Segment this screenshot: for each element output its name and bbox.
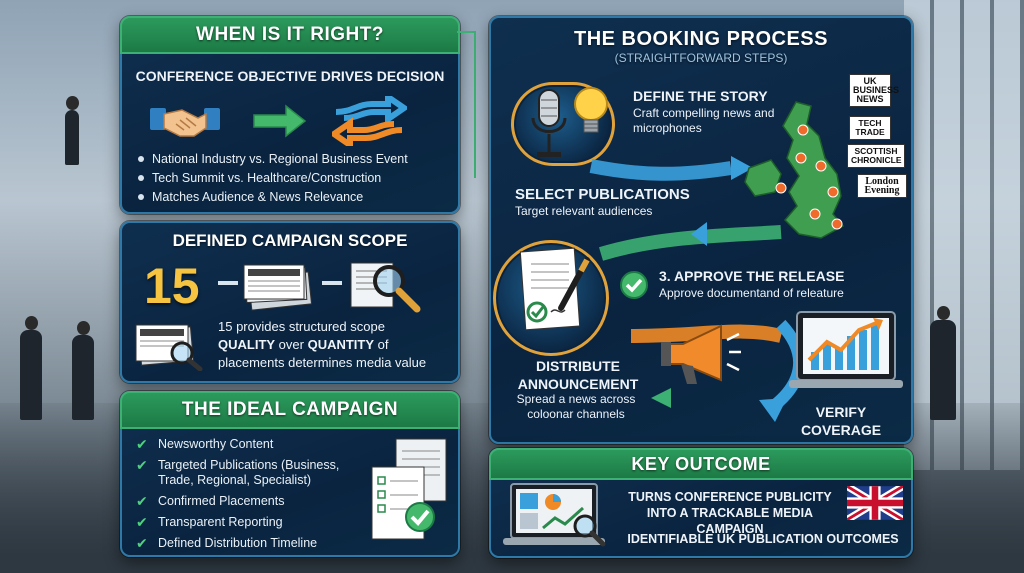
check-icon: ✔ bbox=[136, 514, 148, 530]
bullet-item: Matches Audience & News Relevance bbox=[136, 188, 408, 207]
swap-arrows-icon bbox=[332, 96, 407, 146]
growth-chart-laptop-icon bbox=[789, 311, 903, 388]
microphone-icon bbox=[531, 89, 567, 157]
newspaper-magnifier-icon bbox=[135, 324, 203, 371]
ideal-title: THE IDEAL CAMPAIGN bbox=[120, 391, 460, 429]
background-person bbox=[20, 316, 42, 420]
check-icon: ✔ bbox=[136, 436, 148, 452]
background-window bbox=[904, 0, 1024, 470]
scottish-chronicle-badge: SCOTTISH CHRONICLE bbox=[847, 144, 905, 168]
outcome-line3: IDENTIFIABLE UK PUBLICATION OUTCOMES bbox=[627, 532, 899, 546]
when-right-subtitle: CONFERENCE OBJECTIVE DRIVES DECISION bbox=[135, 68, 445, 84]
arrow-right-icon bbox=[253, 104, 307, 138]
when-right-title: WHEN IS IT RIGHT? bbox=[120, 16, 460, 54]
newspaper-stack-icon bbox=[243, 264, 313, 311]
bullet-item: National Industry vs. Regional Business … bbox=[136, 150, 408, 169]
scope-quality: QUALITY bbox=[218, 337, 276, 352]
scope-number: 15 bbox=[144, 258, 200, 314]
scope-line1: 15 provides structured scope bbox=[218, 319, 385, 334]
bullet-dot-icon bbox=[138, 155, 144, 162]
dash-icon bbox=[322, 281, 342, 285]
lightbulb-icon bbox=[574, 87, 608, 133]
magnifier-document-icon bbox=[350, 262, 421, 313]
background-person bbox=[65, 96, 79, 165]
check-icon: ✔ bbox=[136, 457, 148, 473]
dash-icon bbox=[218, 281, 238, 285]
bullet-dot-icon bbox=[138, 193, 144, 200]
scope-over: over bbox=[275, 337, 308, 352]
step2-desc: Target relevant audiences bbox=[515, 204, 653, 218]
scope-line3: placements determines media value bbox=[218, 355, 427, 370]
check-icon: ✔ bbox=[136, 535, 148, 551]
london-evening-badge: London Evening bbox=[857, 174, 907, 198]
step2-title: SELECT PUBLICATIONS bbox=[515, 186, 690, 203]
checklist-item: ✔Confirmed Placements bbox=[136, 493, 285, 509]
tech-trade-badge: TECH TRADE bbox=[849, 116, 891, 140]
connector-line bbox=[457, 31, 476, 178]
check-circle-icon bbox=[620, 271, 648, 299]
step4-title: DISTRIBUTE ANNOUNCEMENT bbox=[517, 358, 639, 392]
scope-title: DEFINED CAMPAIGN SCOPE bbox=[172, 231, 408, 250]
signed-document-icon bbox=[519, 247, 590, 331]
booking-title: THE BOOKING PROCESS bbox=[574, 28, 828, 50]
background-person bbox=[930, 306, 956, 420]
ideal-panel: THE IDEAL CAMPAIGN ✔Newsworthy Content ✔… bbox=[120, 391, 460, 557]
scope-line2: QUALITY over QUANTITY of bbox=[218, 337, 389, 353]
background-person bbox=[72, 321, 94, 420]
uk-flag-icon bbox=[847, 486, 903, 520]
when-right-bullets: National Industry vs. Regional Business … bbox=[136, 150, 408, 207]
bullet-item: Tech Summit vs. Healthcare/Construction bbox=[136, 169, 408, 188]
ideal-checklist: ✔Newsworthy Content ✔Targeted Publicatio… bbox=[136, 437, 366, 557]
booking-panel: THE BOOKING PROCESS (STRAIGHTFORWARD STE… bbox=[489, 16, 913, 444]
scope-quantity: QUANTITY bbox=[307, 337, 375, 352]
step1-title: DEFINE THE STORY bbox=[633, 88, 768, 104]
outcome-panel: KEY OUTCOME TURNS CONFERENCE PUBLICITY I… bbox=[489, 448, 913, 558]
step3-desc: Approve documentand of releature bbox=[659, 286, 844, 300]
bullet-dot-icon bbox=[138, 174, 144, 181]
step1-desc: Craft compelling news and microphones bbox=[633, 106, 775, 135]
scope-of: of bbox=[374, 337, 389, 352]
scope-panel: DEFINED CAMPAIGN SCOPE 15 15 provides st… bbox=[120, 221, 460, 383]
step5-title: VERIFY COVERAGE bbox=[800, 404, 882, 438]
checklist-documents-icon bbox=[371, 438, 447, 540]
megaphone-icon bbox=[661, 324, 741, 384]
outcome-line1: TURNS CONFERENCE PUBLICITY bbox=[628, 490, 832, 504]
handshake-icon bbox=[150, 108, 220, 137]
check-icon: ✔ bbox=[136, 493, 148, 509]
outcome-line2: INTO A TRACKABLE MEDIA CAMPAIGN bbox=[646, 506, 814, 536]
uk-business-news-badge: UK BUSINESS NEWS bbox=[849, 74, 899, 107]
step3-title: 3. APPROVE THE RELEASE bbox=[659, 268, 845, 284]
checklist-item: ✔Transparent Reporting bbox=[136, 514, 283, 530]
checklist-item: ✔Targeted Publications (Business, Trade,… bbox=[136, 457, 340, 488]
when-right-panel: WHEN IS IT RIGHT? CONFERENCE OBJECTIVE D… bbox=[120, 16, 460, 214]
step4-desc: Spread a news across coloonar channels bbox=[516, 392, 636, 421]
checklist-item: ✔Newsworthy Content bbox=[136, 436, 274, 452]
outcome-title: KEY OUTCOME bbox=[489, 448, 913, 480]
booking-subtitle: (STRAIGHTFORWARD STEPS) bbox=[614, 51, 788, 65]
analytics-laptop-icon bbox=[503, 483, 606, 547]
checklist-item: ✔Defined Distribution Timeline bbox=[136, 535, 318, 551]
uk-map-icon bbox=[744, 101, 845, 239]
